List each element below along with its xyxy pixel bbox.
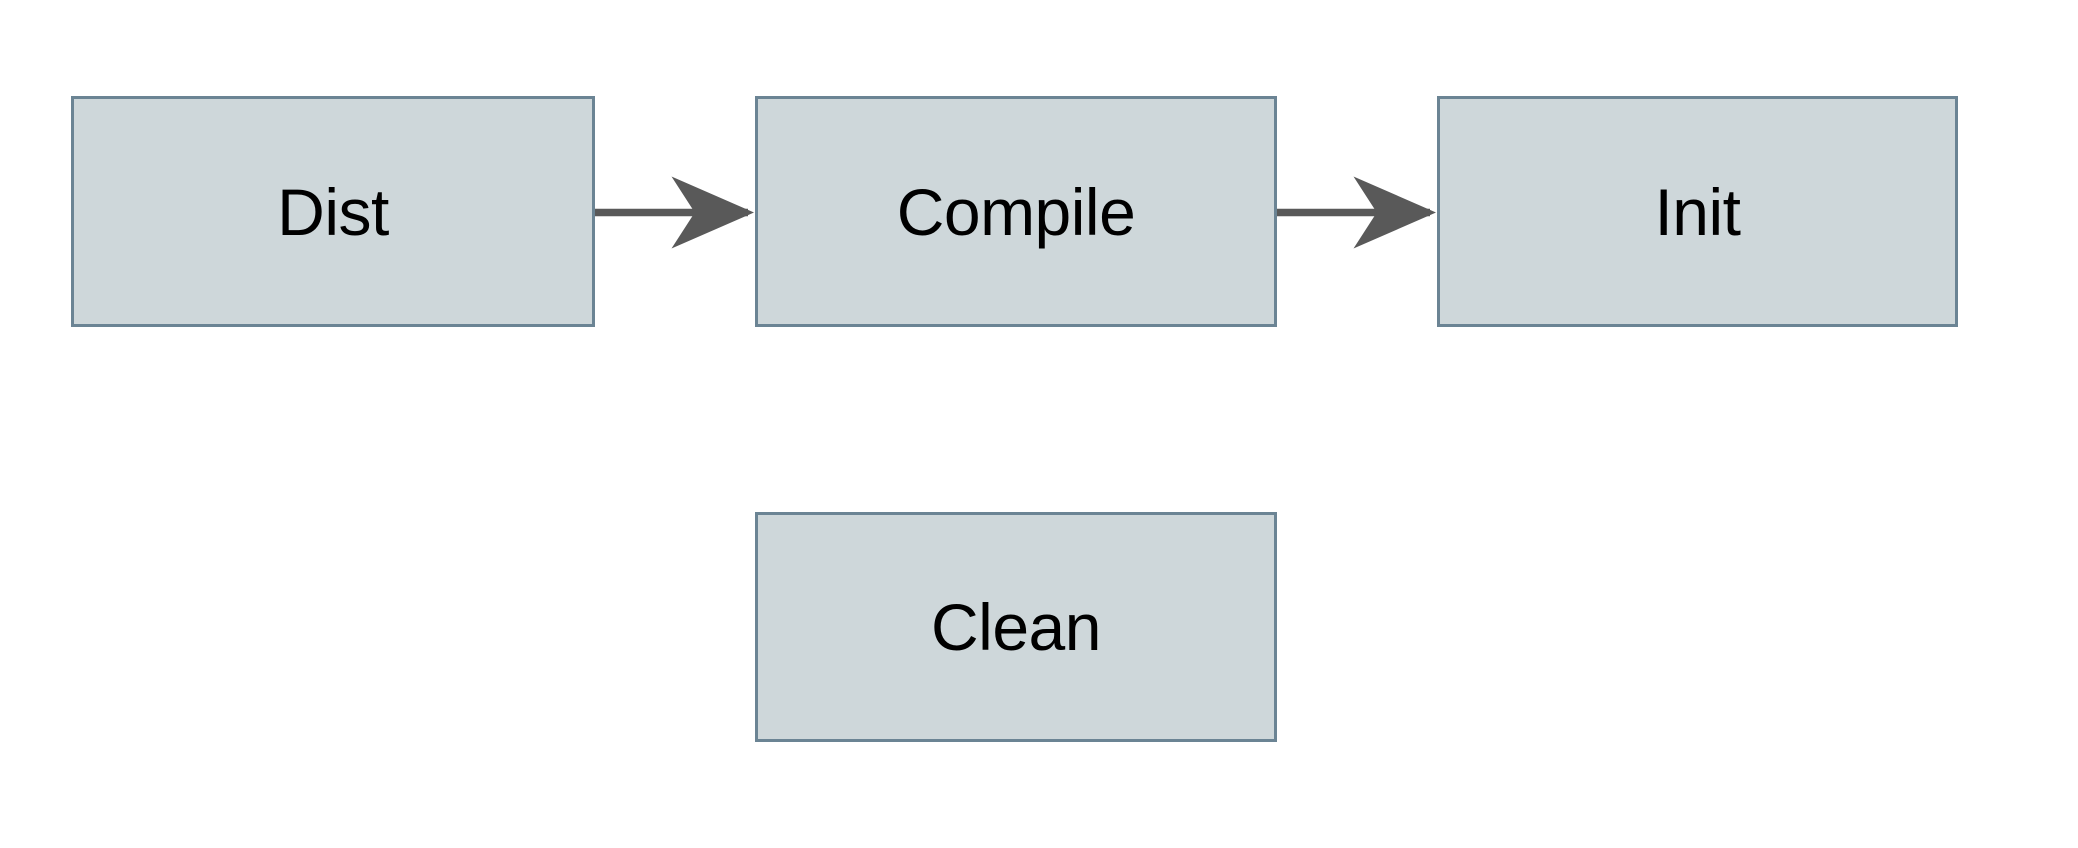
node-compile-label: Compile — [896, 174, 1136, 249]
node-compile[interactable]: Compile — [755, 96, 1277, 327]
node-clean[interactable]: Clean — [755, 512, 1277, 742]
node-clean-label: Clean — [931, 590, 1101, 664]
node-dist[interactable]: Dist — [71, 96, 595, 327]
node-init[interactable]: Init — [1437, 96, 1958, 327]
node-init-label: Init — [1654, 174, 1741, 249]
node-dist-label: Dist — [277, 174, 389, 249]
